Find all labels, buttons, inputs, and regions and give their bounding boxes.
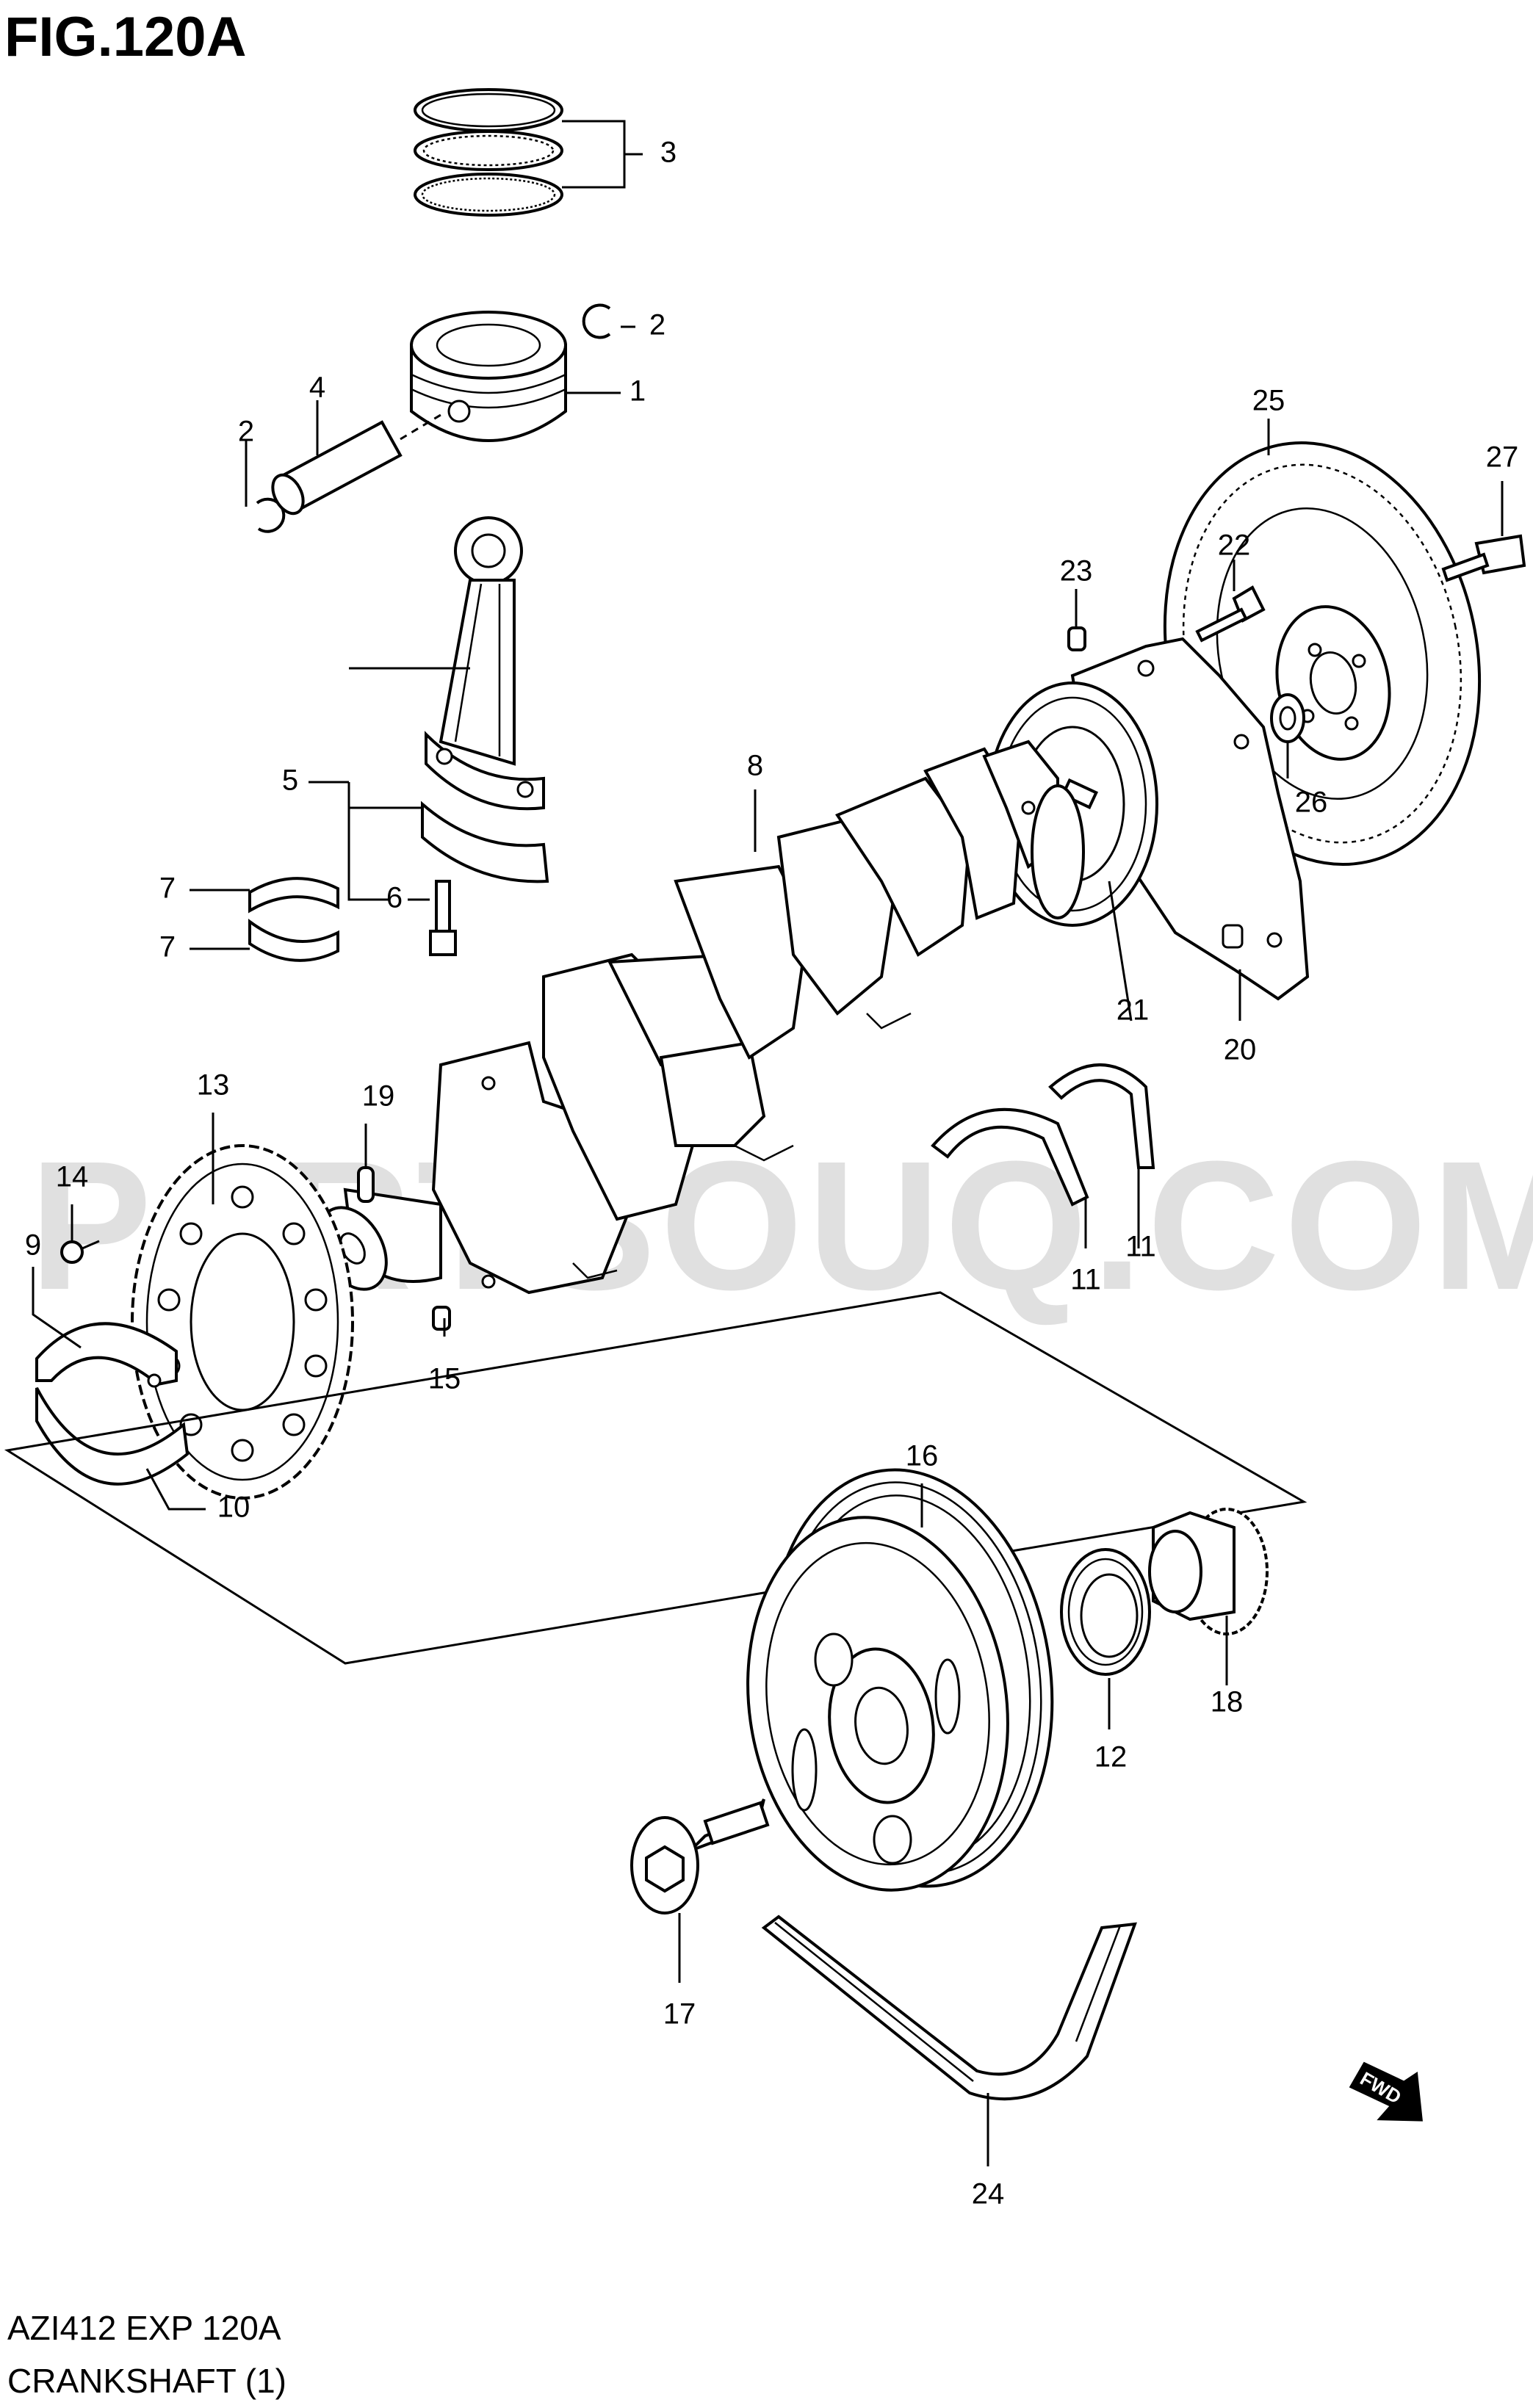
callout-21: 21: [1117, 994, 1150, 1027]
piston-pin[interactable]: [267, 413, 441, 518]
callout-10: 10: [217, 1492, 250, 1524]
drive-belt[interactable]: [761, 1915, 1137, 2101]
callout-9: 9: [25, 1229, 41, 1262]
figure-title: FIG.120A: [4, 6, 246, 68]
callout-18: 18: [1211, 1686, 1244, 1718]
crankshaft[interactable]: [305, 740, 1085, 1301]
rod-bearing-upper[interactable]: [248, 877, 339, 914]
front-oil-seal[interactable]: [1060, 1548, 1151, 1676]
fwd-direction-arrow: FWD: [1349, 2061, 1423, 2122]
flywheel-bolt[interactable]: [1441, 534, 1526, 582]
crankshaft-timing-gear[interactable]: [1148, 1508, 1269, 1635]
thrust-bearing-left[interactable]: [931, 1107, 1089, 1207]
callout-11-left: 11: [1070, 1264, 1101, 1296]
thrust-bearing-right[interactable]: [1048, 1063, 1155, 1169]
callout-11-right: 11: [1125, 1231, 1156, 1263]
dowel-pin-upper[interactable]: [1067, 626, 1086, 651]
callout-25: 25: [1252, 385, 1285, 417]
leader-lines: [32, 120, 1504, 2166]
callout-17: 17: [663, 1998, 696, 2031]
callout-1: 1: [630, 375, 646, 408]
callout-12: 12: [1094, 1741, 1128, 1774]
callout-23: 23: [1060, 555, 1093, 587]
callout-8: 8: [747, 750, 763, 782]
piston-rings[interactable]: [414, 88, 563, 217]
callout-14: 14: [56, 1161, 89, 1193]
callout-2-right: 2: [649, 309, 665, 341]
piston-pin-clip-right[interactable]: [582, 303, 611, 339]
callout-7-upper: 7: [159, 872, 176, 905]
figure-code: AZI412 EXP 120A: [7, 2309, 281, 2347]
rod-bearing-lower[interactable]: [248, 919, 339, 962]
callout-13: 13: [197, 1069, 230, 1102]
callout-7-lower: 7: [159, 931, 176, 963]
crankshaft-key[interactable]: [357, 1166, 375, 1203]
callout-labels: 3 2 1 4 2 5 6 7 7 8 9 10 11 11 12 13 14 …: [25, 137, 1518, 2210]
callout-5: 5: [282, 764, 298, 797]
callout-27: 27: [1486, 441, 1519, 474]
piston-pin-clip-left[interactable]: [256, 497, 286, 533]
connecting-rod[interactable]: [421, 516, 549, 883]
callout-22: 22: [1218, 529, 1251, 562]
callout-2-left: 2: [238, 416, 254, 448]
figure-caption: CRANKSHAFT (1): [7, 2362, 286, 2400]
callout-6: 6: [386, 882, 403, 914]
dowel-pin-lower[interactable]: [432, 1306, 451, 1331]
pulley-bolt[interactable]: [630, 1798, 770, 1915]
sprocket-screw[interactable]: [60, 1240, 100, 1264]
callout-3: 3: [660, 137, 677, 169]
plate-bolt[interactable]: [1195, 585, 1266, 643]
callout-24: 24: [972, 2178, 1005, 2210]
callout-20: 20: [1224, 1034, 1257, 1066]
pilot-bearing[interactable]: [1270, 693, 1305, 743]
crankshaft-pulley[interactable]: [724, 1451, 1078, 1907]
piston[interactable]: [410, 311, 567, 442]
callout-19: 19: [362, 1080, 395, 1113]
main-bearing-upper[interactable]: [35, 1322, 178, 1388]
callout-16: 16: [906, 1440, 939, 1472]
main-bearing-lower[interactable]: [35, 1387, 190, 1486]
pulley-group-frame: [4, 1291, 1307, 1665]
callout-15: 15: [428, 1363, 461, 1395]
connecting-rod-bolt[interactable]: [429, 880, 457, 956]
callout-26: 26: [1295, 787, 1328, 819]
callout-4: 4: [309, 372, 325, 404]
